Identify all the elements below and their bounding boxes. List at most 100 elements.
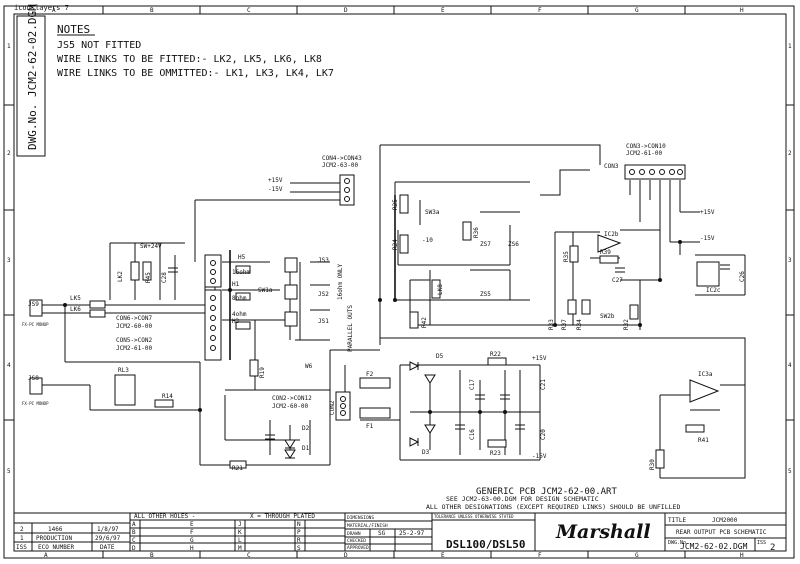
label-con3: CON3 [604, 163, 619, 170]
label-r22: R22 [490, 351, 501, 358]
row-label-left-3: 3 [7, 257, 11, 264]
col-label-bottom-b: B [150, 552, 154, 559]
connector-con2 [335, 391, 351, 421]
col-label-top-e: E [441, 7, 445, 14]
col-label-bottom-h: H [740, 552, 744, 559]
hole-g: G [190, 537, 194, 544]
label-sw24v: SW+24V [140, 243, 162, 250]
rev-1-date: 1/8/97 [97, 526, 119, 533]
label-lk2: LK2 [117, 271, 124, 282]
label-zs6: ZS6 [508, 241, 519, 248]
label-r35: R35 [563, 251, 570, 262]
row-label-right-1: 1 [788, 43, 792, 50]
label-d2: D2 [302, 425, 310, 432]
jack-sockets [29, 257, 298, 395]
hole-j: J [238, 521, 242, 528]
title-subtitle: REAR OUTPUT PCB SCHEMATIC [676, 529, 767, 536]
approval-checked: CHECKED [347, 538, 366, 544]
label-c28: C28 [161, 272, 168, 283]
label-r42: R42 [421, 317, 428, 328]
label-r39: R39 [600, 249, 611, 256]
iss-label: ISS [757, 540, 766, 546]
rev-2-iss: 1 [20, 535, 24, 542]
col-label-bottom-c: C [247, 552, 251, 559]
label-r19: R19 [259, 367, 266, 378]
label-rl3: RL3 [118, 367, 129, 374]
label-m15v-right: -15V [700, 235, 715, 242]
col-label-top-c: C [247, 7, 251, 14]
label-h3: H3 [232, 318, 240, 325]
label-lk8: LK8 [437, 284, 444, 295]
diodes [284, 361, 436, 459]
col-label-bottom-d: D [344, 552, 348, 559]
row-label-left-4: 4 [7, 362, 11, 369]
hole-l: L [238, 537, 242, 544]
label-r14: R14 [162, 393, 173, 400]
label-r23: R23 [490, 450, 501, 457]
label-con6: CON6->CON7 [116, 315, 153, 322]
row-label-left-5: 5 [7, 468, 11, 475]
note-line-3: WIRE LINKS TO BE OMMITTED:- LK1, LK3, LK… [57, 68, 334, 79]
marshall-logo: Marshall [555, 521, 651, 543]
layer-label: iconslayers 7 [14, 4, 69, 12]
approval-drawn-by: SG [378, 530, 386, 537]
col-label-top-h: H [740, 7, 744, 14]
label-c26: C26 [739, 271, 746, 282]
ic2c-block [696, 261, 720, 287]
hole-c: C [132, 537, 136, 544]
connector-con6-con5 [204, 289, 222, 361]
connector-con4 [339, 174, 355, 206]
label-con6b: JCM2-60-00 [116, 323, 153, 330]
label-p15v-right: +15V [700, 209, 715, 216]
tolerance-note: TOLERANCE UNLESS OTHERWISE STATED [434, 514, 514, 519]
col-label-top-d: D [344, 7, 348, 14]
label-sw1a: SW1a [258, 287, 273, 294]
label-fx1: FX-PC MONOP [22, 322, 49, 327]
hole-h: H [190, 545, 194, 552]
rev-1-desc: 1466 [48, 526, 63, 533]
label-r34: R34 [576, 319, 583, 330]
footer-note-1: GENERIC PCB JCM2-62-00.ART [476, 487, 617, 497]
label-h5-16ohm: 16ohm [232, 269, 250, 276]
fuse-f1 [359, 407, 391, 419]
inner-frame [13, 13, 787, 552]
relay-rl3 [114, 374, 136, 406]
label-16ohm-only: 16ohm ONLY [337, 263, 344, 300]
label-con4-a: CON4->CON43 [322, 155, 362, 162]
label-parallel-outs: PARALLEL OUTS [347, 305, 354, 352]
hole-m: M [238, 545, 242, 552]
label-w6: W6 [305, 363, 313, 370]
label-r24: R24 [392, 239, 399, 250]
notes-title: NOTES [57, 23, 90, 36]
hole-s: S [297, 545, 301, 552]
hole-d: D [132, 545, 136, 552]
hole-a: A [132, 521, 136, 528]
opamp-ic3a [689, 379, 720, 403]
fuse-f2 [359, 377, 391, 389]
approval-drawn-date: 25-2-97 [399, 530, 425, 537]
footer-note-3: ALL OTHER DESIGNATIONS (EXCEPT REQUIRED … [426, 503, 680, 511]
label-con3-a: CON3->CON10 [626, 143, 666, 150]
side-dwg-box [16, 15, 46, 157]
label-js3: JS3 [318, 257, 329, 264]
rev-1-iss: 2 [20, 526, 24, 533]
label-p15v-mid: +15V [532, 355, 547, 362]
label-h1-8ohm: 8ohm [232, 295, 247, 302]
hole-k: K [238, 529, 242, 536]
label-zs7: ZS7 [480, 241, 491, 248]
col-label-top-a: A [52, 7, 56, 14]
footer-note-2: SEE JCM2-63-00.DGM FOR DESIGN SCHEMATIC [446, 495, 599, 503]
hole-r: R [297, 537, 301, 544]
label-c27: C27 [612, 277, 623, 284]
row-label-left-2: 2 [7, 150, 11, 157]
label-h3-4ohm: 4ohm [232, 311, 247, 318]
label-sw2b: SW2b [600, 313, 615, 320]
connector-con3 [624, 164, 686, 180]
label-c16: C16 [469, 429, 476, 440]
row-label-left-1: 1 [7, 43, 11, 50]
label-c21: C21 [540, 379, 547, 390]
title-label: TITLE [668, 517, 686, 524]
title-value: JCM2000 [712, 517, 738, 524]
dwg-label: DWG.No. [668, 540, 689, 546]
hole-e: E [190, 521, 194, 528]
